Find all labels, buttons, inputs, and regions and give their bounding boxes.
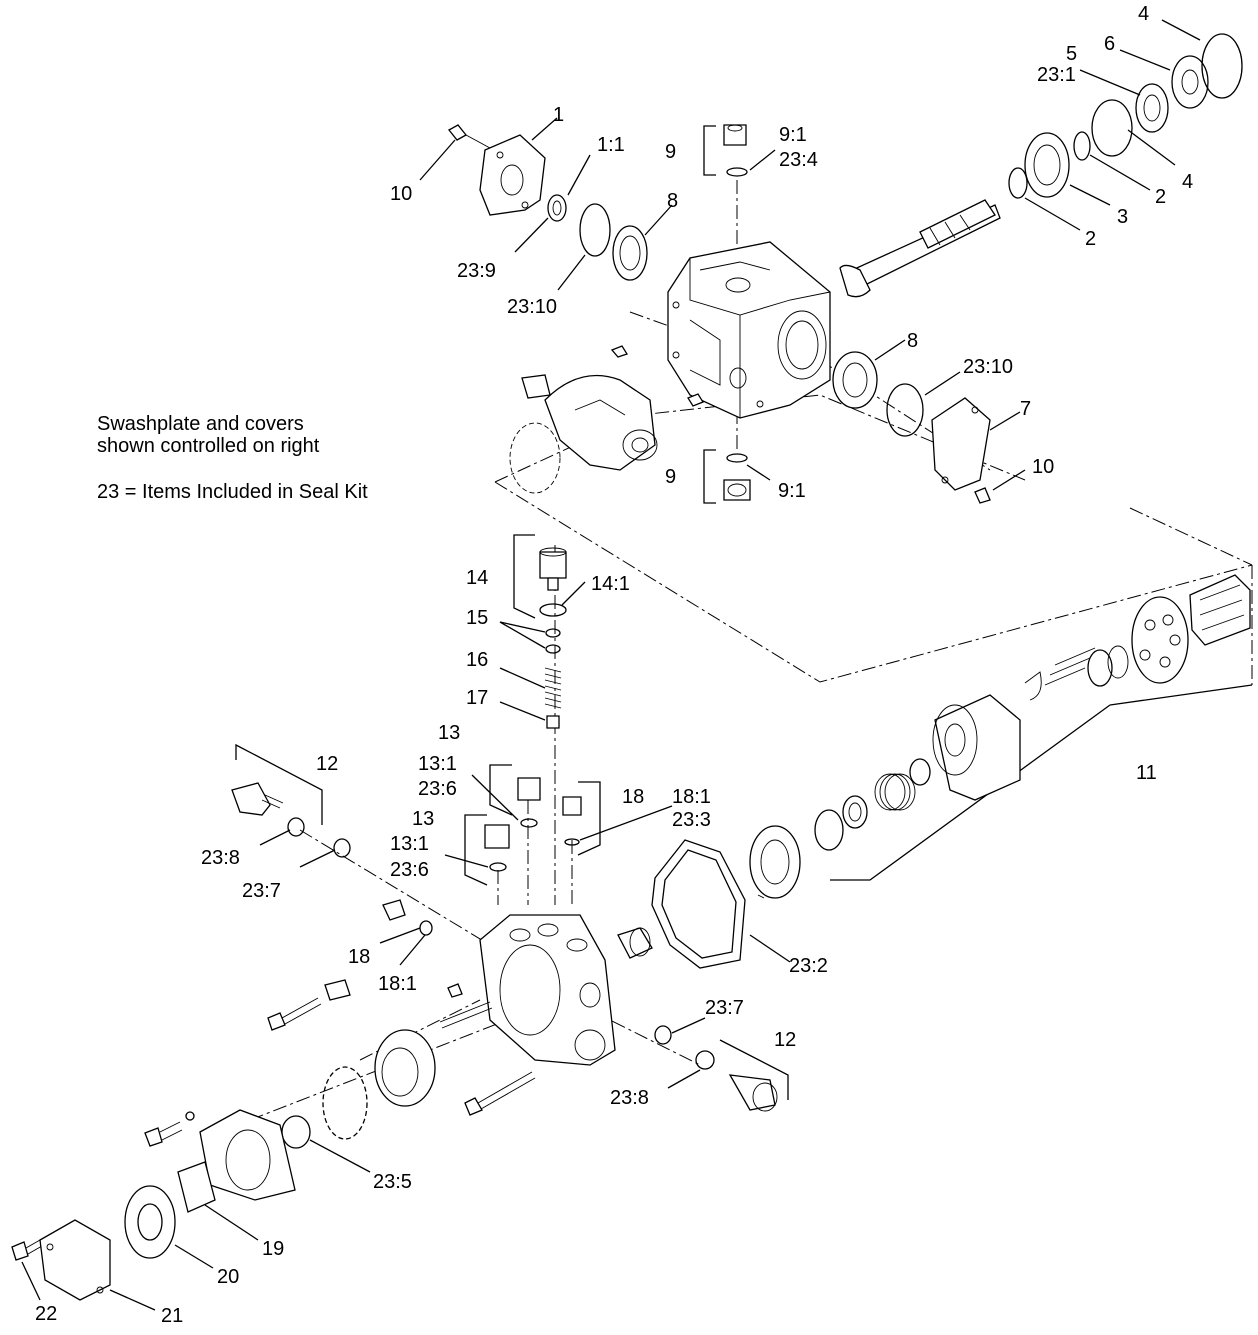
label-23-3: 23:3 <box>672 809 711 831</box>
label-4-top: 4 <box>1138 3 1149 25</box>
label-2-lower: 2 <box>1085 228 1096 250</box>
label-23-6-lower: 23:6 <box>390 859 429 881</box>
label-2-upper: 2 <box>1155 186 1166 208</box>
label-4-mid: 4 <box>1182 171 1193 193</box>
label-23-1: 23:1 <box>1037 64 1076 86</box>
label-23-10-left: 23:10 <box>507 296 557 318</box>
note-swashplate: Swashplate and covers shown controlled o… <box>97 413 319 457</box>
note-line-1: Swashplate and covers <box>97 413 304 435</box>
label-16: 16 <box>466 649 488 671</box>
leader-lines <box>21 19 1201 1311</box>
note-seal-kit: 23 = Items Included in Seal Kit <box>97 481 368 503</box>
label-9-top: 9 <box>665 141 676 163</box>
label-23-9: 23:9 <box>457 260 496 282</box>
label-13-lower: 13 <box>412 808 434 830</box>
drive-shaft <box>839 33 1243 298</box>
label-3: 3 <box>1117 206 1128 228</box>
label-23-6-upper: 23:6 <box>418 778 457 800</box>
rotating-group-11 <box>814 574 1251 851</box>
label-23-8-right: 23:8 <box>610 1087 649 1109</box>
label-23-2: 23:2 <box>789 955 828 977</box>
label-23-4: 23:4 <box>779 149 818 171</box>
charge-pump-assembly <box>39 1029 436 1301</box>
label-10-right: 10 <box>1032 456 1054 478</box>
relief-valve-left <box>231 782 351 858</box>
label-18-right: 18 <box>622 786 644 808</box>
valve-stack-14-17 <box>539 547 567 729</box>
label-18-1-left: 18:1 <box>378 973 417 995</box>
plugs-13-18 <box>382 777 582 936</box>
label-1-1: 1:1 <box>597 134 625 156</box>
label-19: 19 <box>262 1238 284 1260</box>
label-17: 17 <box>466 687 488 709</box>
label-18-1-right: 18:1 <box>672 786 711 808</box>
label-23-7-left: 23:7 <box>242 880 281 902</box>
swashplate-cradle <box>509 374 658 494</box>
label-13-1-upper: 13:1 <box>418 753 457 775</box>
label-23-10-right: 23:10 <box>963 356 1013 378</box>
label-13-upper: 13 <box>438 722 460 744</box>
label-6: 6 <box>1104 33 1115 55</box>
main-housing <box>667 241 831 419</box>
label-8-right: 8 <box>907 330 918 352</box>
label-13-1-lower: 13:1 <box>390 833 429 855</box>
valve-plate-and-gasket <box>617 825 801 969</box>
label-8-top: 8 <box>667 190 678 212</box>
label-23-8-left: 23:8 <box>201 847 240 869</box>
label-7: 7 <box>1020 398 1031 420</box>
label-12-right: 12 <box>774 1029 796 1051</box>
label-11: 11 <box>1136 762 1157 784</box>
center-housing <box>479 914 616 1066</box>
label-23-7-right: 23:7 <box>705 997 744 1019</box>
label-22: 22 <box>35 1303 57 1325</box>
right-cover-7 <box>610 345 991 504</box>
label-23-5: 23:5 <box>373 1171 412 1193</box>
label-1: 1 <box>553 104 564 126</box>
label-20: 20 <box>217 1266 239 1288</box>
label-9-1-bottom: 9:1 <box>778 480 806 502</box>
label-18-left: 18 <box>348 946 370 968</box>
relief-valve-right <box>654 1025 778 1112</box>
label-15: 15 <box>466 607 488 629</box>
label-10-top: 10 <box>390 183 412 205</box>
label-14: 14 <box>466 567 488 589</box>
label-12-left: 12 <box>316 753 338 775</box>
label-14-1: 14:1 <box>591 573 630 595</box>
plugs-9 <box>723 124 751 501</box>
label-9-bottom: 9 <box>665 466 676 488</box>
cover-plate-1 <box>448 124 648 281</box>
label-21: 21 <box>161 1305 183 1327</box>
label-5: 5 <box>1066 43 1077 65</box>
label-9-1-top: 9:1 <box>779 124 807 146</box>
note-line-2: shown controlled on right <box>97 435 320 457</box>
bolts <box>11 979 536 1261</box>
callout-labels: 4 6 5 23:1 1 1:1 9 9:1 23:4 10 4 2 8 3 2… <box>35 3 1193 1327</box>
group-brackets <box>235 125 1253 1100</box>
